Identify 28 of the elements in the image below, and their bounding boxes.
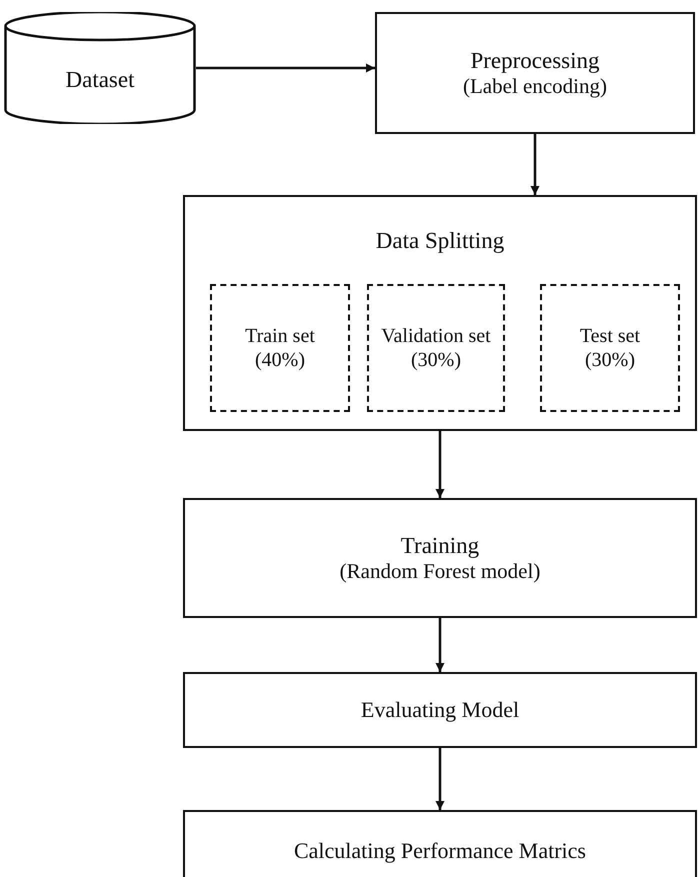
node-title: Train set bbox=[245, 324, 315, 348]
arrow bbox=[530, 134, 540, 195]
dataset-split-box bbox=[210, 284, 350, 412]
node-subtitle: (30%) bbox=[411, 348, 461, 372]
process-box bbox=[183, 810, 697, 877]
node-title: Preprocessing bbox=[470, 46, 600, 74]
arrow bbox=[436, 618, 444, 672]
process-box bbox=[183, 498, 697, 618]
arrow bbox=[196, 64, 375, 72]
arrow bbox=[436, 748, 444, 810]
node-title: Test set bbox=[580, 324, 640, 348]
node-subtitle: (Label encoding) bbox=[462, 74, 608, 100]
database-cylinder bbox=[4, 12, 196, 124]
arrow bbox=[436, 431, 444, 498]
node-subtitle: (30%) bbox=[585, 348, 635, 372]
dataset-split-box bbox=[540, 284, 680, 412]
node-title: Evaluating Model bbox=[360, 696, 520, 724]
node-title: Training bbox=[400, 532, 480, 560]
node-subtitle: (40%) bbox=[255, 348, 305, 372]
node-subtitle: (Random Forest model) bbox=[340, 559, 540, 584]
node-title: Calculating Performance Matrics bbox=[294, 838, 586, 864]
process-box bbox=[183, 195, 697, 431]
node-title: Dataset bbox=[66, 66, 134, 94]
process-box bbox=[183, 672, 697, 748]
node-title: Data Splitting bbox=[376, 227, 504, 255]
dataset-split-box bbox=[367, 284, 505, 412]
node-title: Validation set bbox=[381, 324, 491, 348]
process-box bbox=[375, 12, 695, 134]
